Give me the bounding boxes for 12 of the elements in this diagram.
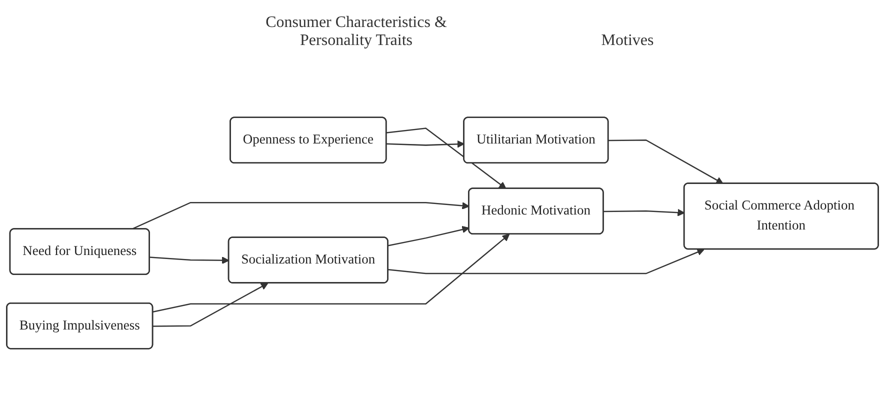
arrow [150, 256, 230, 264]
arrow [388, 248, 704, 274]
arrow [131, 202, 470, 230]
arrow [386, 128, 506, 189]
arrow [608, 140, 724, 184]
arrow [386, 140, 465, 148]
arrow [152, 234, 510, 312]
column-heading: Consumer Characteristics & Personality Traits [264, 14, 448, 50]
arrow [152, 282, 268, 327]
arrow [388, 226, 470, 246]
column-heading: Motives [601, 32, 654, 50]
arrow [604, 208, 685, 216]
